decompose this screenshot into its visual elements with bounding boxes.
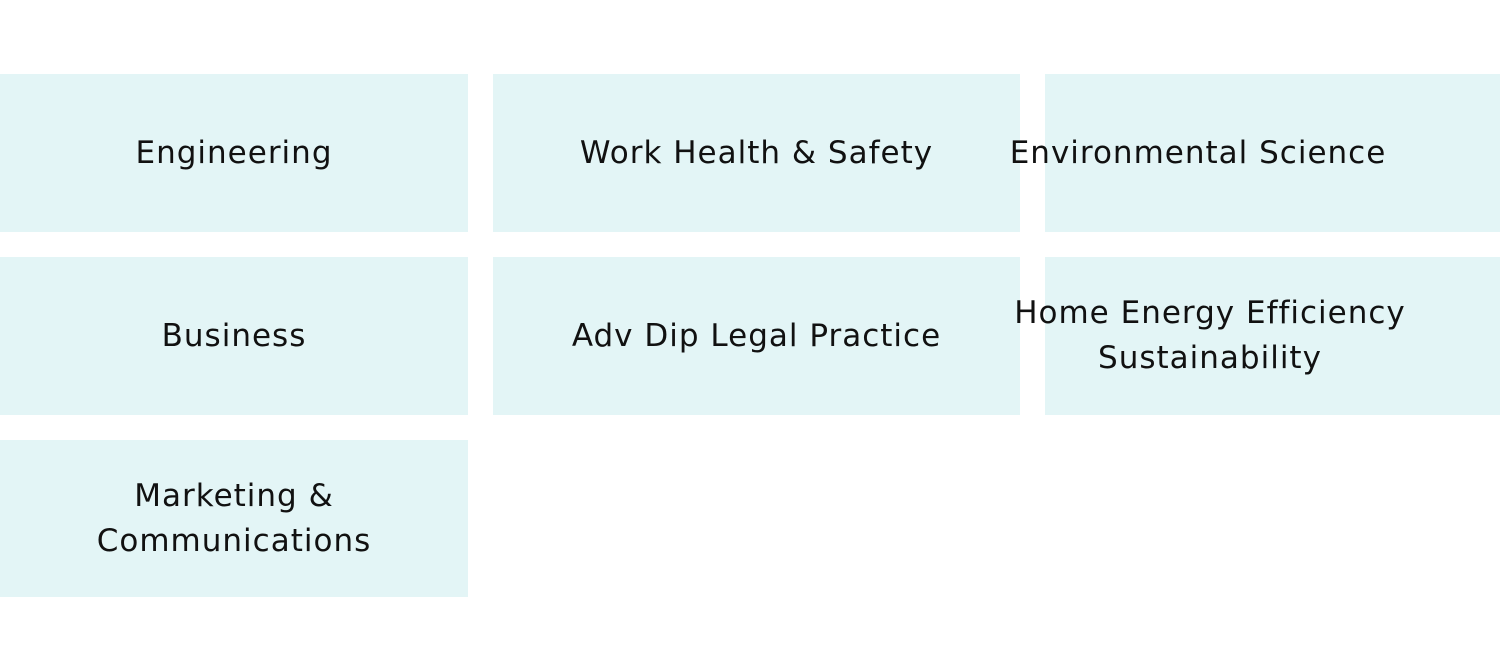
tile-label: Environmental Science: [1009, 134, 1387, 171]
tile-engineering[interactable]: Engineering: [0, 74, 468, 232]
tile-adv-dip-legal-practice[interactable]: Adv Dip Legal Practice: [493, 257, 1020, 415]
tile-label: Home Energy Efficiency Sustainability: [1014, 295, 1406, 376]
tile-label: Business: [161, 317, 307, 354]
tile-work-health-safety[interactable]: Work Health & Safety: [493, 74, 1020, 232]
tile-label: Engineering: [135, 134, 333, 171]
tile-label: Adv Dip Legal Practice: [571, 317, 942, 354]
tile-business[interactable]: Business: [0, 257, 468, 415]
tile-home-energy-efficiency-sustainability[interactable]: Home Energy Efficiency Sustainability: [1014, 257, 1500, 415]
tile-marketing-communications[interactable]: Marketing & Communications: [0, 440, 468, 597]
tile-environmental-science[interactable]: Environmental Science: [1010, 74, 1500, 232]
tile-label: Work Health & Safety: [579, 134, 934, 171]
tile-label: Marketing & Communications: [96, 477, 372, 559]
